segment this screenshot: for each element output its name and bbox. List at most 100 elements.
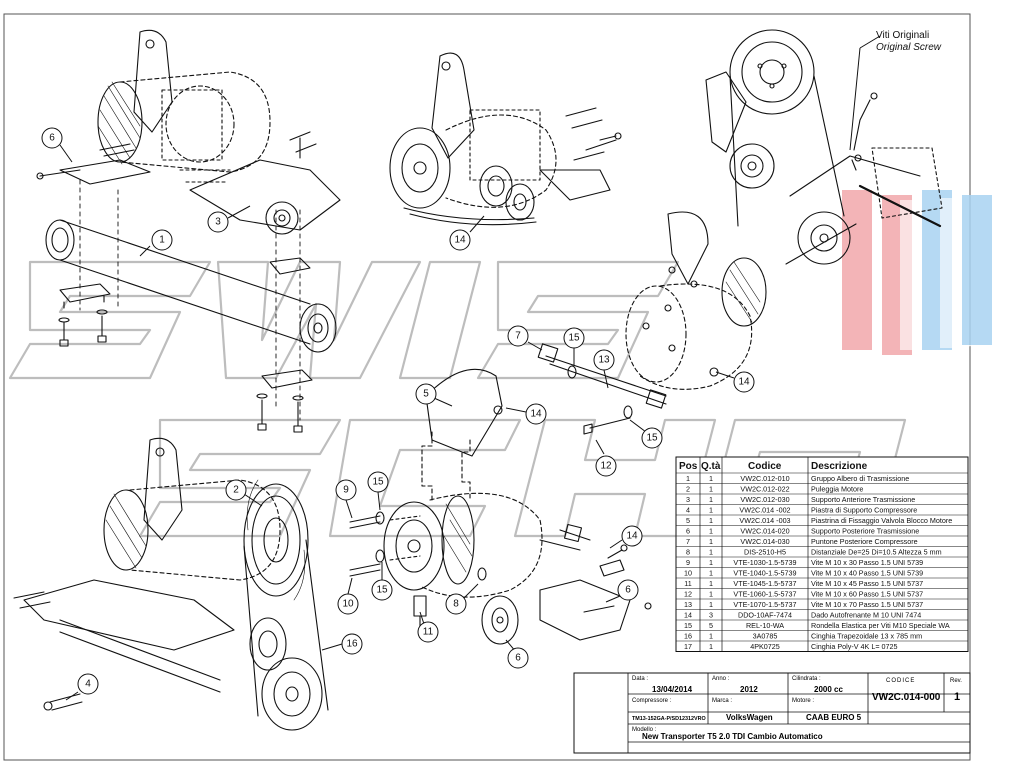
bom-cell: 1 (709, 579, 713, 588)
bom-cell: VW2C.012-030 (740, 495, 789, 504)
svg-text:15: 15 (646, 433, 658, 444)
bom-cell: Puleggia Motore (811, 485, 863, 494)
bom-cell: 1 (709, 642, 713, 651)
bom-cell: VW2C.014-020 (740, 527, 789, 536)
callout-6-c: 6 (505, 639, 529, 669)
bom-cell: Vite M 10 x 60 Passo 1.5 UNI 5737 (811, 590, 923, 599)
callout-9: 10 (337, 577, 359, 615)
svg-text:14: 14 (626, 531, 638, 542)
sheet-frame (3, 13, 971, 761)
code-value: VW2C.014-000 (872, 692, 941, 703)
svg-text:14: 14 (454, 235, 466, 246)
displacement-value: 2000 cc (814, 685, 843, 694)
bom-cell: Distanziale De=25 Di=10.5 Altezza 5 mm (811, 548, 942, 557)
bom-cell: Cinghia Trapezoidale 13 x 785 mm (811, 632, 922, 641)
svg-text:5: 5 (423, 389, 429, 400)
bom-cell: 13 (684, 600, 692, 609)
svg-text:16: 16 (346, 639, 358, 650)
svg-text:11: 11 (423, 627, 434, 638)
callout-15-a: 15 (563, 327, 585, 366)
callout-5: 4 (65, 673, 99, 701)
svg-text:13: 13 (598, 355, 610, 366)
strut-7-13 (545, 355, 667, 405)
bom-cell: 1 (709, 495, 713, 504)
svg-text:10: 10 (342, 599, 354, 610)
bom-cell: 8 (686, 548, 690, 557)
bom-header-cell: Pos (679, 461, 698, 472)
compressor-label: Compressore : (632, 698, 672, 704)
view-top-right-installed (705, 29, 943, 265)
bom-cell: VW2C.014 -002 (739, 506, 790, 515)
callout-14-c: 14 (609, 525, 643, 549)
bom-cell: 5 (709, 621, 713, 630)
bracket-plate-4-view (431, 52, 475, 159)
bom-cell: 16 (684, 632, 692, 641)
callout-11: 11 (417, 611, 439, 643)
bom-cell: 15 (684, 621, 692, 630)
svg-text:14: 14 (738, 377, 750, 388)
bom-cell: Puntone Posteriore Compressore (811, 537, 918, 546)
bom-cell: 4 (686, 506, 690, 515)
revision-label: Rev. (950, 678, 962, 684)
view-middle-right-compressor (537, 211, 767, 435)
year-value: 2012 (740, 685, 758, 694)
callout-10: 9 (335, 479, 357, 519)
svg-text:9: 9 (343, 485, 349, 496)
bom-cell: 3 (709, 611, 713, 620)
callout-14-b: 14 (505, 403, 547, 425)
displacement-label: Cilindrata : (792, 676, 821, 682)
bom-cell: 1 (686, 474, 690, 483)
watermark-flag (838, 179, 998, 355)
plate-4 (425, 368, 503, 457)
callout-1: 1 (139, 229, 173, 257)
bom-cell: DIS-2510-H5 (744, 548, 786, 557)
bom-cell: 1 (709, 548, 713, 557)
brand-label: Marca : (712, 698, 732, 704)
bom-cell: 6 (686, 527, 690, 536)
callout-14-a: 14 (715, 371, 755, 393)
bom-cell: VW2C.012-010 (740, 474, 789, 483)
brand-value: VolksWagen (726, 713, 773, 722)
view-top-left-exploded (36, 29, 341, 433)
idler-pulley-6 (481, 595, 519, 645)
bom-cell: 1 (709, 569, 713, 578)
bom-cell: VTE-1060-1.5-5737 (733, 590, 796, 599)
bom-cell: 17 (684, 642, 692, 651)
callout-6-a: 6 (41, 127, 73, 163)
rear-support-bracket-6 (539, 579, 631, 641)
callout-15-d: 15 (371, 562, 393, 601)
svg-text:15: 15 (372, 477, 384, 488)
crank-pulley (729, 29, 815, 115)
plate-5 (49, 693, 83, 711)
svg-text:15: 15 (376, 585, 388, 596)
bom-cell: Supporto Posteriore Trasmissione (811, 527, 919, 536)
model-value: New Transporter T5 2.0 TDI Cambio Automa… (642, 732, 823, 741)
compressor-value: TM13-152GA-P/SD12312VRO (632, 716, 706, 722)
view-bottom-left-assembled (13, 437, 329, 731)
bom-cell: VTE-1040-1.5-5739 (733, 569, 796, 578)
bom-cell: 1 (709, 474, 713, 483)
annotation-line2: Original Screw (876, 42, 942, 53)
callout-7: 7 (507, 325, 543, 351)
bom-cell: 3A0785 (753, 632, 778, 641)
bom-cell: 1 (709, 632, 713, 641)
bom-header-cell: Codice (748, 461, 782, 472)
callout-12: 12 (595, 439, 617, 477)
bom-frame (675, 456, 969, 652)
svg-text:6: 6 (515, 653, 521, 664)
belt-17 (403, 207, 537, 226)
bom-cell: VW2C.014 -003 (739, 516, 790, 525)
bom-cell: 3 (686, 495, 690, 504)
svg-text:12: 12 (600, 461, 612, 472)
bom-cell: 1 (709, 590, 713, 599)
front-support-3 (189, 159, 341, 231)
bom-cell: 10 (684, 569, 692, 578)
callout-6-b: 6 (605, 579, 639, 603)
callout-15-b: 15 (629, 419, 663, 449)
original-screw-annotation: Viti Originali Original Screw (849, 30, 942, 151)
drive-shaft-1 (59, 219, 311, 345)
title-block: Data : 13/04/2014 Anno : 2012 Cilindrata… (573, 672, 971, 754)
engine-value: CAAB EURO 5 (806, 713, 862, 722)
callout-2: 2 (225, 479, 263, 507)
callout-16: 16 (321, 633, 363, 655)
